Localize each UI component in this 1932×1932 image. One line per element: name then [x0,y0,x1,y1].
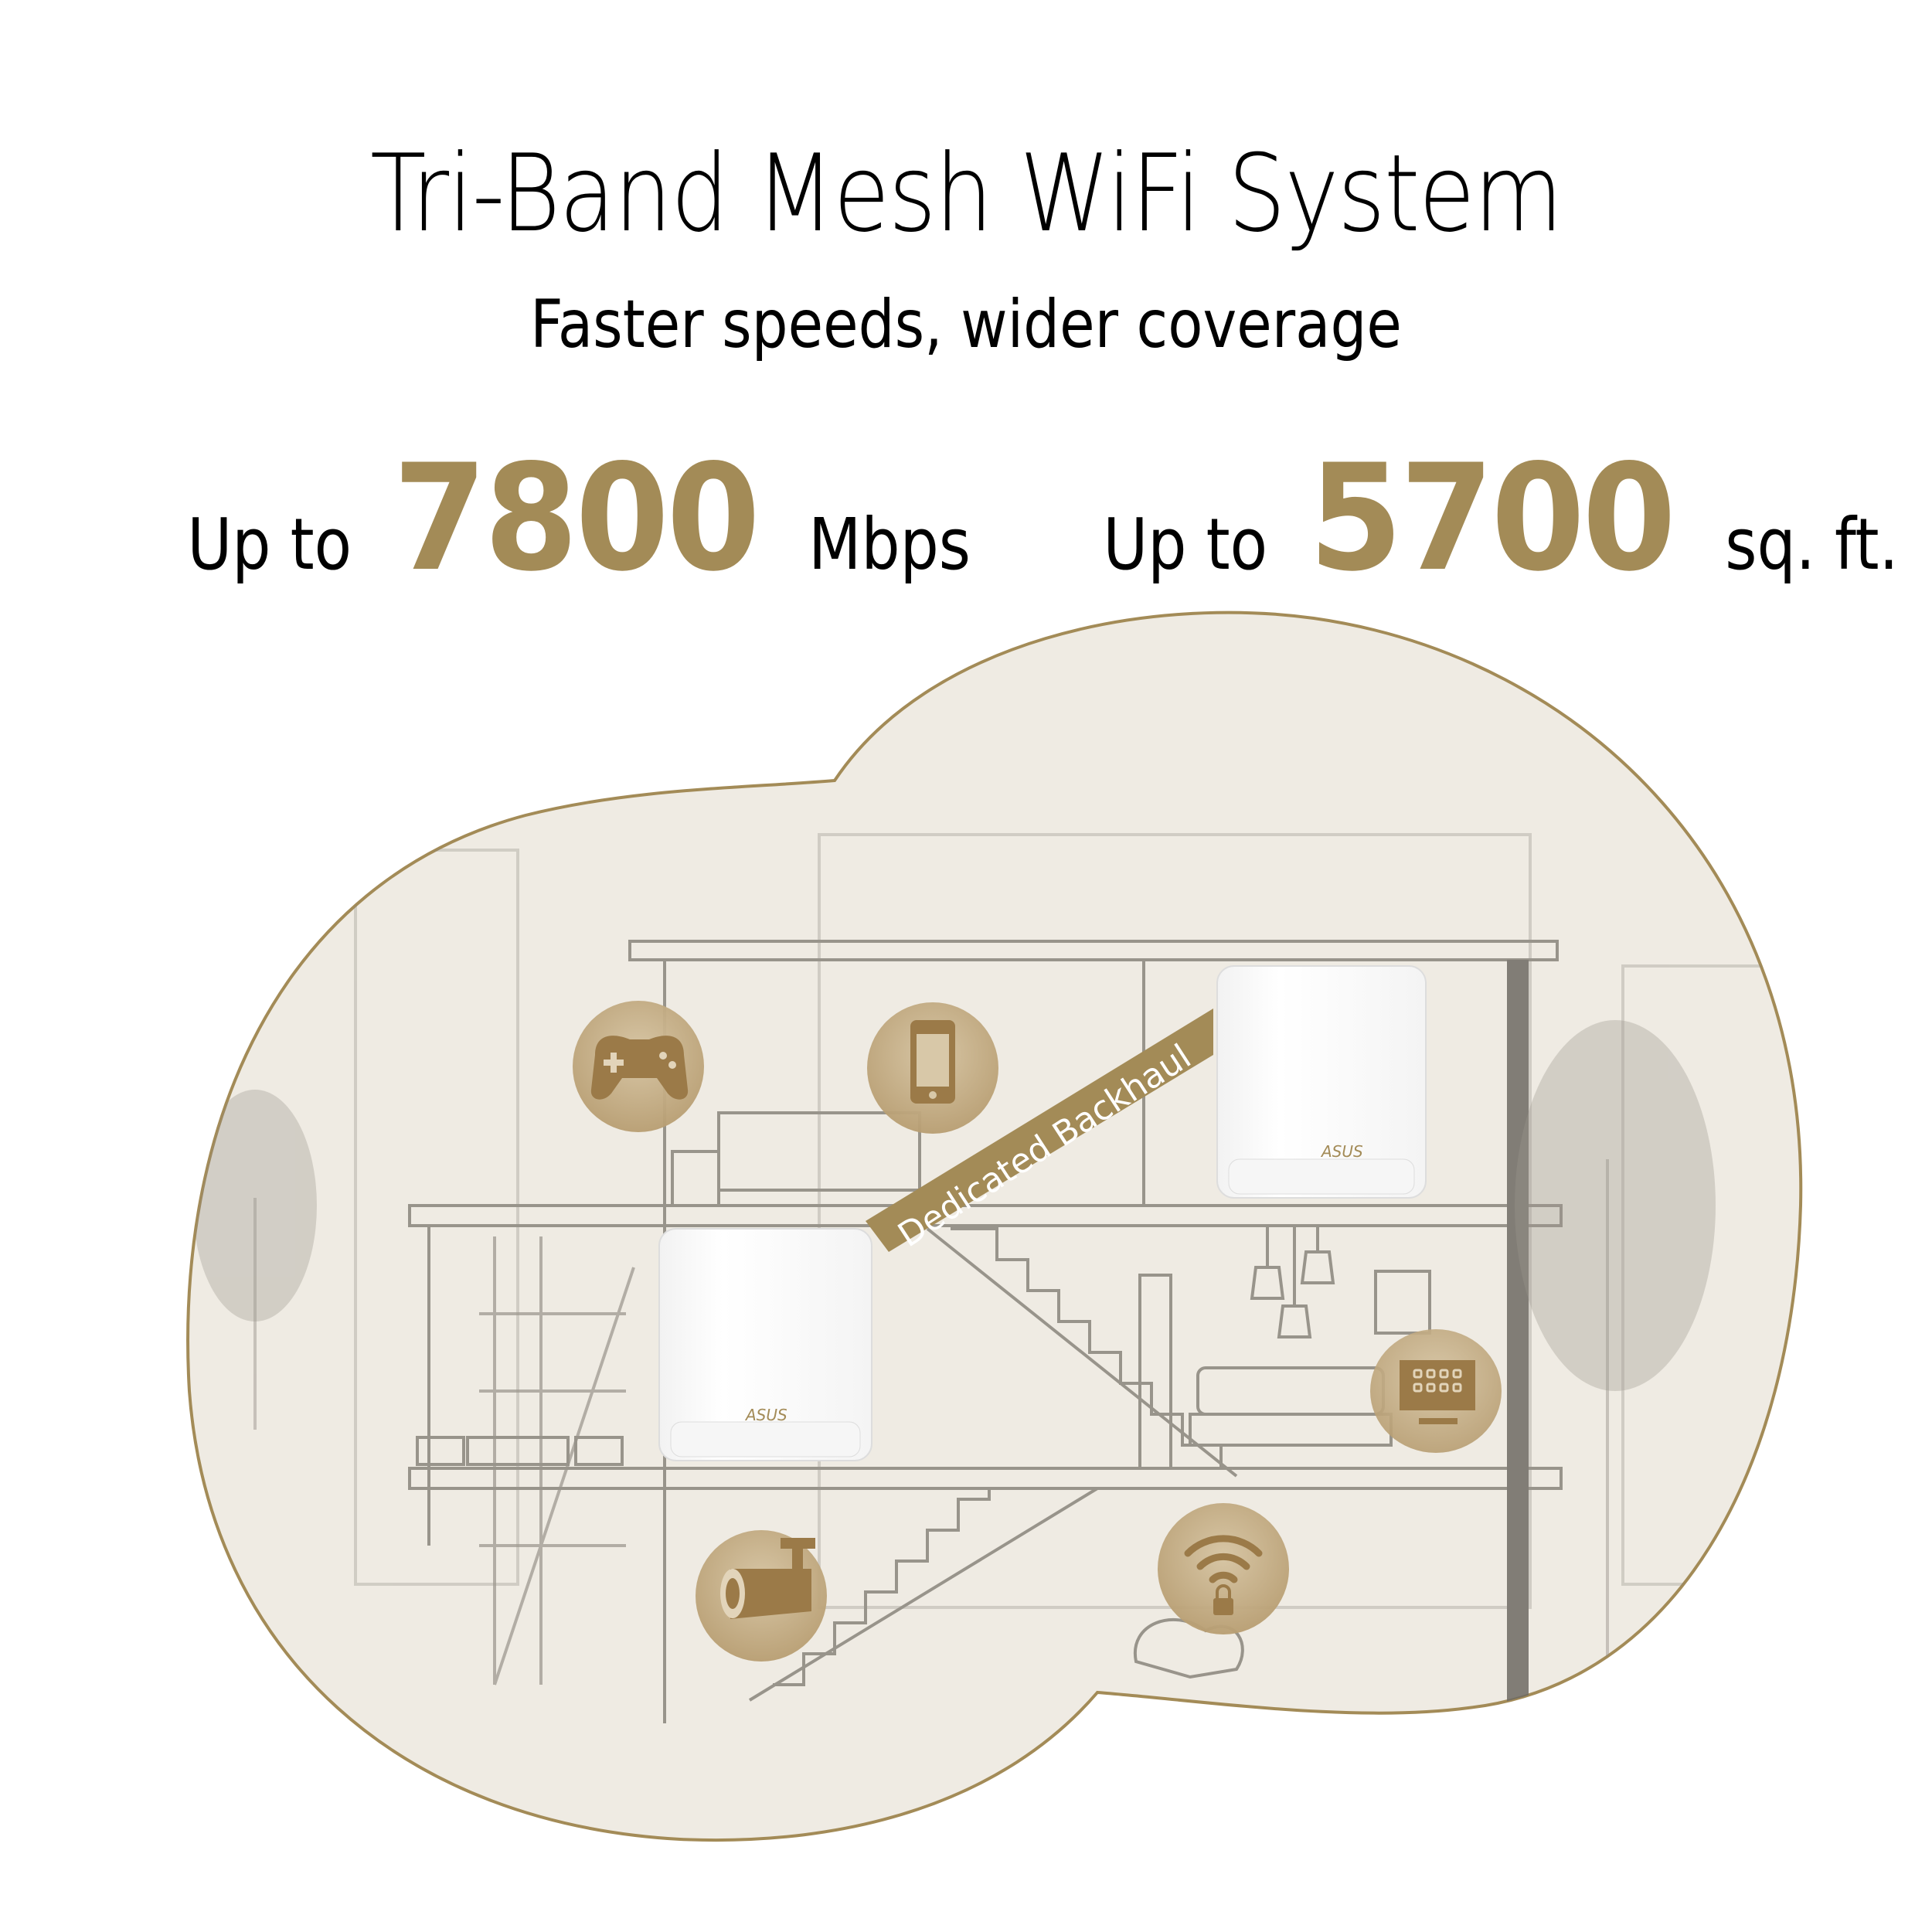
router-lower: ASUS [658,1228,872,1461]
speed-value: 7800 [393,433,760,604]
router-upper: ASUS [1216,965,1427,1199]
coverage-stat: Up to 5700 sq. ft. [1090,433,1913,604]
coverage-prefix: Up to [1103,503,1268,586]
coverage-unit: sq. ft. [1725,503,1899,586]
speed-prefix: Up to [187,503,352,586]
wifi-lock-icon [1158,1503,1289,1634]
page-title: Tri-Band Mesh WiFi System [370,131,1563,256]
smart-tv-icon [1370,1329,1502,1453]
security-camera-icon [696,1530,827,1662]
coverage-value: 5700 [1308,433,1676,604]
smartphone-icon [867,1002,998,1134]
speed-stat: Up to 7800 Mbps [174,433,984,604]
speed-unit: Mbps [808,503,971,586]
svg-text:ASUS: ASUS [744,1406,787,1424]
gamepad-icon [573,1001,704,1132]
page-subtitle: Faster speeds, wider coverage [530,286,1402,363]
svg-text:ASUS: ASUS [1320,1142,1363,1161]
